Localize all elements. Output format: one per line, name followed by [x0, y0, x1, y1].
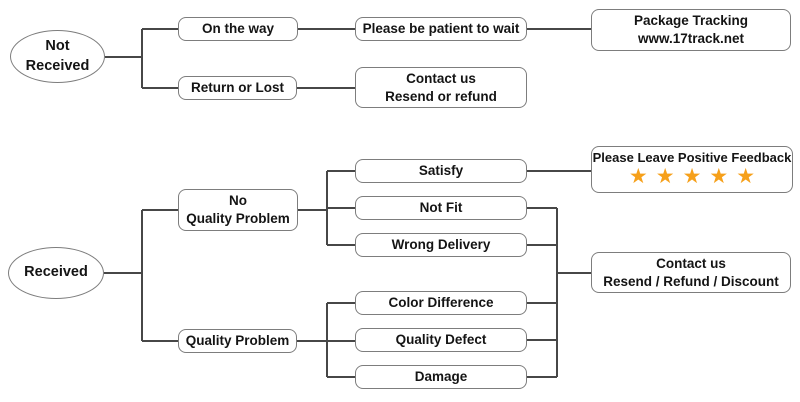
node-positive-feedback: Please Leave Positive Feedback ★★★★★ — [591, 146, 793, 193]
node-damage: Damage — [355, 365, 527, 389]
node-not-fit: Not Fit — [355, 196, 527, 220]
node-contact-us-resend-refund: Contact us Resend or refund — [355, 67, 527, 108]
star-rating-icons: ★★★★★ — [628, 165, 764, 188]
node-package-tracking: Package Tracking www.17track.net — [591, 9, 791, 51]
node-no-quality-problem: No Quality Problem — [178, 189, 298, 231]
connector-path — [104, 28, 591, 378]
node-satisfy: Satisfy — [355, 159, 527, 183]
node-color-difference: Color Difference — [355, 291, 527, 315]
node-return-or-lost: Return or Lost — [178, 76, 297, 100]
feedback-label: Please Leave Positive Feedback — [592, 150, 792, 165]
node-contact-us-resend-refund-discount: Contact us Resend / Refund / Discount — [591, 252, 791, 293]
node-not-received: Not Received — [10, 30, 105, 83]
node-received: Received — [8, 247, 104, 299]
node-on-the-way: On the way — [178, 17, 298, 41]
node-wrong-delivery: Wrong Delivery — [355, 233, 527, 257]
node-quality-problem: Quality Problem — [178, 329, 297, 353]
node-please-be-patient: Please be patient to wait — [355, 17, 527, 41]
node-quality-defect: Quality Defect — [355, 328, 527, 352]
